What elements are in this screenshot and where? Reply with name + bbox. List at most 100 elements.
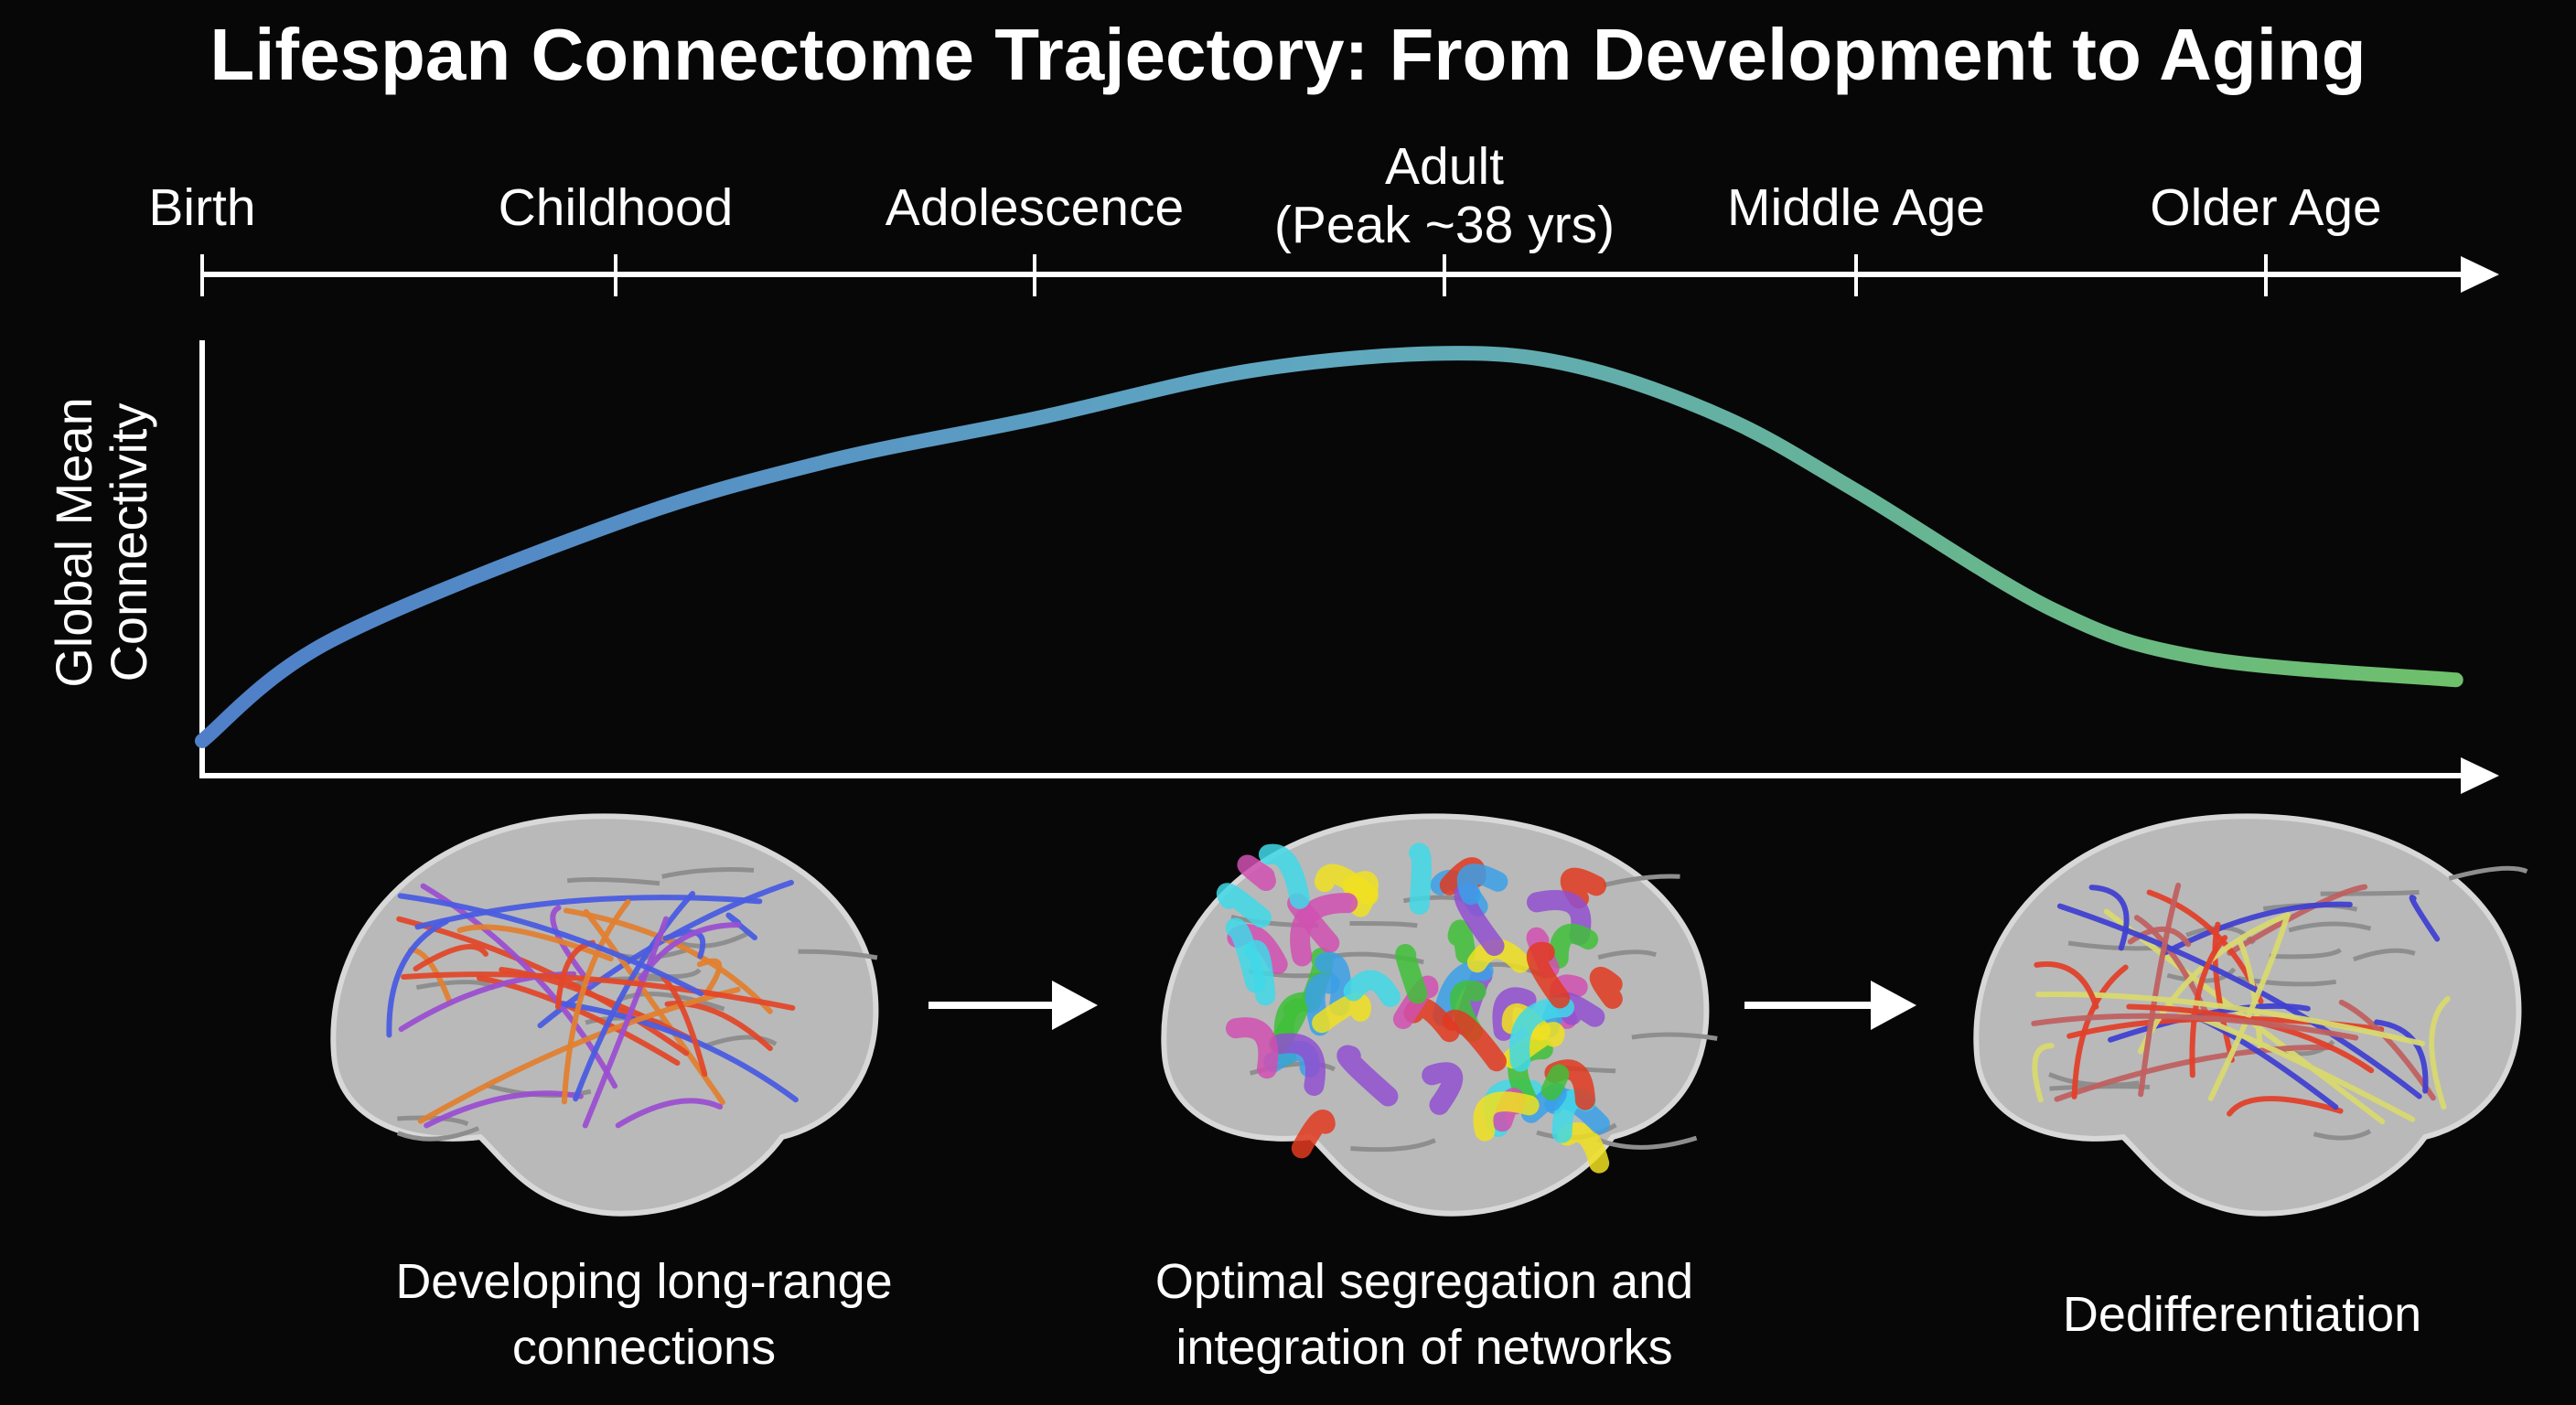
caption-line: connections	[511, 1320, 777, 1375]
brain-sulcus	[2048, 1072, 2140, 1088]
caption-dedifferentiation: Dedifferentiation	[2063, 1282, 2421, 1347]
caption-optimal: Optimal segregation and integration of n…	[1155, 1249, 1693, 1380]
brain-image	[1973, 813, 2528, 1217]
fiber-tract	[1422, 1062, 1464, 1115]
fiber-tract	[1258, 843, 1310, 909]
fiber-tract	[2088, 885, 2130, 951]
fiber-tract	[2032, 1043, 2055, 1103]
fiber-tract	[413, 943, 488, 972]
x-axis-arrowhead	[2461, 757, 2499, 794]
caption-line: Dedifferentiation	[2062, 1287, 2422, 1342]
fiber-tract	[582, 916, 670, 1129]
brain-sulcus	[2313, 1129, 2372, 1141]
fiber-tract	[2409, 895, 2441, 942]
fiber-tract	[1237, 854, 1276, 892]
fiber-tract	[1589, 966, 1623, 1009]
brain-image	[1161, 813, 1718, 1217]
fiber-tract	[417, 986, 741, 1124]
fiber-tract	[1291, 1110, 1336, 1159]
fiber-tract	[2207, 912, 2291, 1101]
fiber-tract	[1315, 951, 1351, 1016]
fiber-tract	[1395, 943, 1428, 1004]
fiber-tract	[2056, 903, 2422, 1099]
brain-sulcus	[798, 949, 878, 960]
caption-line: integration of networks	[1175, 1320, 1673, 1375]
fiber-tract	[1509, 997, 1575, 1072]
fiber-tract	[1473, 1091, 1540, 1142]
stage-label: Birth	[148, 178, 255, 237]
brain-sulcus	[1603, 874, 1680, 888]
fiber-tract	[563, 907, 773, 1014]
brain-sulcus	[702, 1035, 778, 1049]
fiber-tract	[2031, 1013, 2359, 1041]
fiber-tract	[615, 1098, 724, 1129]
brain-sulcus	[2320, 889, 2420, 896]
fiber-tract	[1225, 1017, 1279, 1079]
brain-sulcus	[1350, 1138, 1436, 1153]
fiber-tract	[1312, 992, 1371, 1034]
brain-sulcus	[2166, 967, 2237, 983]
fiber-tract	[1442, 1009, 1507, 1072]
stage-label-line: Adult	[1385, 137, 1504, 196]
fiber-tract	[414, 895, 763, 930]
brain-sulcus	[2352, 948, 2416, 962]
fiber-tract	[660, 974, 708, 1078]
brain-sulcus	[2269, 948, 2342, 960]
fiber-tract	[1540, 1064, 1570, 1100]
fiber-tract	[2035, 991, 2425, 1046]
fiber-tract	[1526, 941, 1571, 1009]
figure-title: Lifespan Connectome Trajectory: From Dev…	[209, 14, 2367, 95]
fiber-tract	[1456, 863, 1508, 906]
fiber-tract	[1315, 863, 1379, 906]
brain-sulcus	[1597, 949, 1657, 960]
fiber-tract	[1343, 970, 1401, 1007]
connectivity-curve	[195, 346, 2463, 748]
fiber-tract	[2212, 921, 2235, 1063]
stage-label-line: Birth	[148, 178, 256, 237]
fiber-tract	[1560, 867, 1607, 909]
brain-sulcus	[2288, 921, 2372, 933]
fiber-tract	[2034, 961, 2099, 1010]
brain-sulcus	[661, 866, 755, 879]
caption-line: Optimal segregation and	[1154, 1254, 1694, 1309]
fiber-tract	[2054, 1044, 2334, 1102]
fiber-tract	[1447, 919, 1476, 964]
stage-label-line: Middle Age	[1726, 178, 1986, 237]
fiber-tract	[1216, 883, 1272, 928]
y-axis-label: Global Mean Connectivity	[45, 397, 157, 688]
brain-sulcus	[1631, 1032, 1718, 1041]
stage-label: Childhood	[499, 178, 734, 237]
stage-label-line: Childhood	[498, 178, 734, 237]
fiber-tract	[1409, 842, 1432, 915]
fiber-tract	[561, 1001, 799, 1103]
fiber-tract	[1336, 1045, 1399, 1107]
fiber-tract	[386, 918, 449, 1038]
fiber-tract	[397, 893, 704, 997]
brain-surface	[330, 813, 879, 1217]
stage-label: Middle Age	[1727, 178, 1985, 237]
fiber-tract	[2189, 935, 2228, 1078]
fiber-tract	[2138, 882, 2182, 1098]
fiber-tract	[2227, 1096, 2344, 1117]
y-axis-label-line1: Global Mean	[45, 397, 102, 688]
fiber-tract	[1548, 923, 1599, 970]
stage-label-line: (Peak ~38 yrs)	[1273, 196, 1615, 254]
caption-developing: Developing long-range connections	[395, 1249, 892, 1380]
fiber-tract	[725, 912, 758, 941]
brain-sulcus	[2448, 865, 2528, 881]
fiber-tract	[2236, 937, 2264, 1051]
brain-sulcus	[1349, 920, 1418, 928]
fiber-tract	[2163, 901, 2353, 956]
fiber-tract	[1270, 1033, 1326, 1096]
brain-sulcus	[617, 992, 725, 1012]
stage-label: Adult(Peak ~38 yrs)	[1274, 137, 1615, 254]
brain-sulcus	[566, 877, 660, 886]
fiber-tract	[396, 916, 690, 1056]
arrow-right-icon	[928, 981, 1098, 1030]
fiber-tract	[561, 898, 631, 1105]
fiber-tract	[1244, 939, 1276, 1006]
y-axis-label-line2: Connectivity	[100, 402, 157, 682]
timeline-arrowhead	[2461, 256, 2499, 293]
stage-label-line: Older Age	[2150, 178, 2382, 237]
